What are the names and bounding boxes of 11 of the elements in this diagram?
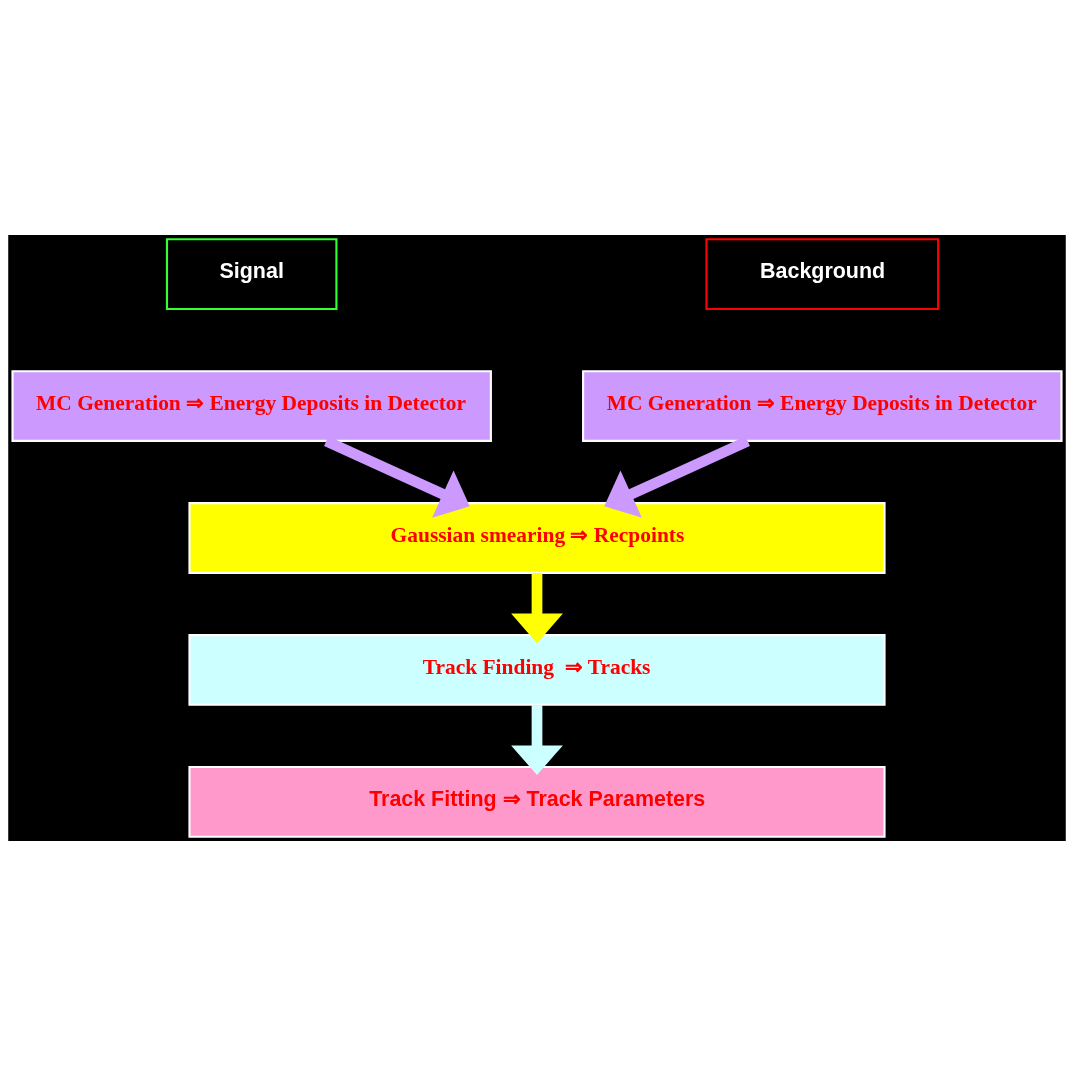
arrow — [604, 436, 750, 518]
node-box: Background — [705, 238, 940, 311]
arrow — [511, 573, 563, 644]
node-box: Track Finding ⇒ Tracks — [188, 634, 886, 706]
arrow — [511, 705, 563, 776]
node-box: Gaussian smearing ⇒ Recpoints — [188, 502, 886, 574]
node-box: Track Fitting ⇒ Track Parameters — [188, 765, 886, 838]
node-box: MC Generation ⇒ Energy Deposits in Detector — [11, 370, 492, 442]
arrow — [324, 436, 470, 518]
node-box: MC Generation ⇒ Energy Deposits in Detector — [582, 370, 1063, 442]
node-box: Signal — [165, 238, 338, 311]
